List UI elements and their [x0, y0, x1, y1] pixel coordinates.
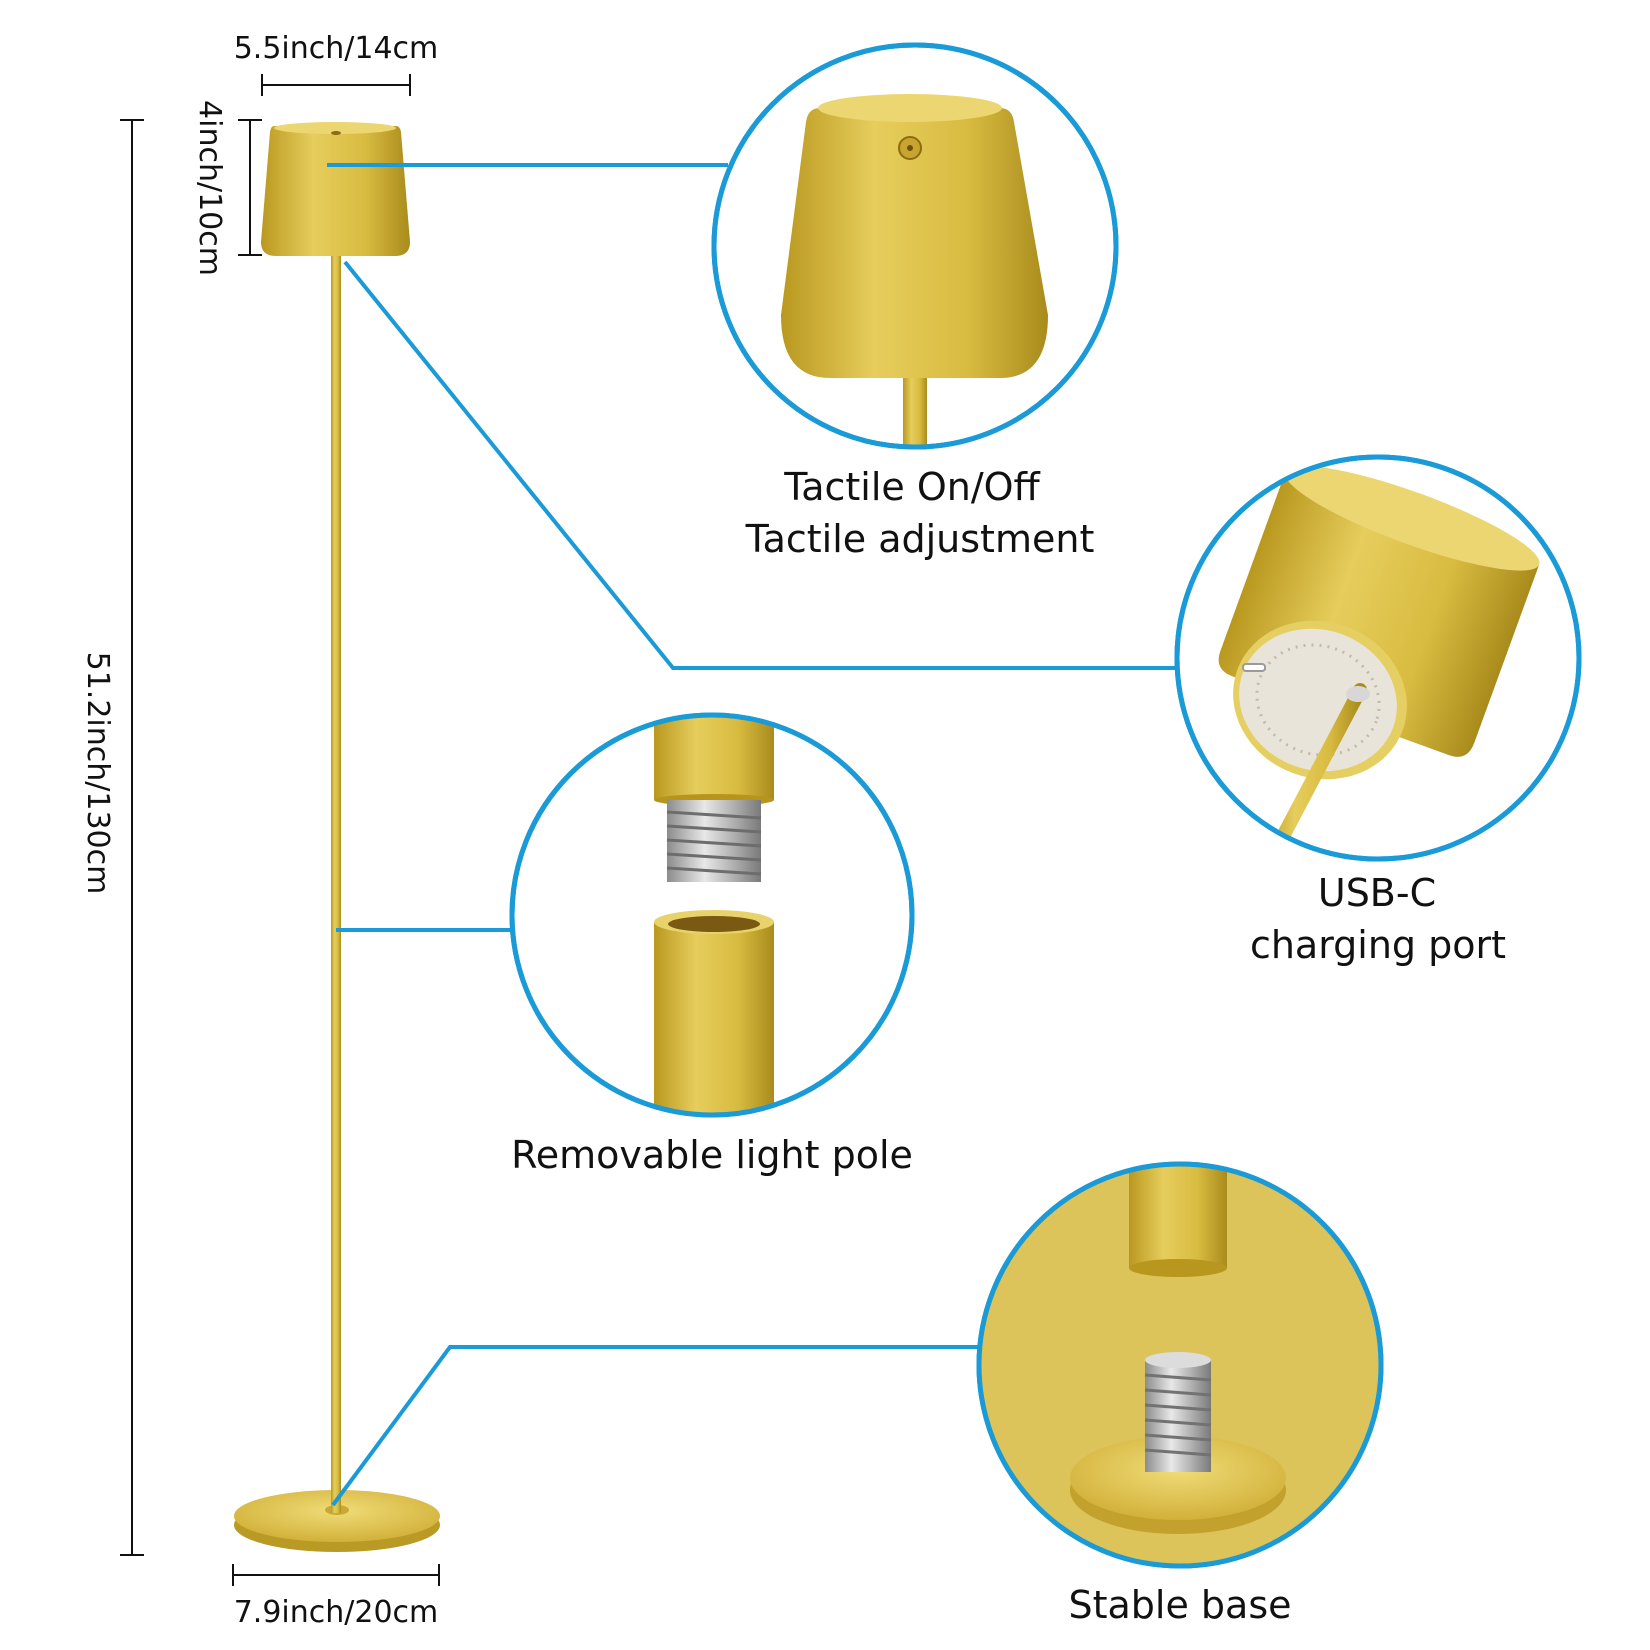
base-disk [1070, 1436, 1286, 1520]
touch-label-line1: Tactile On/Off [783, 465, 1040, 509]
touch-callout: Tactile On/Off Tactile adjustment [711, 42, 1119, 561]
base-callout: Stable base [976, 1161, 1384, 1627]
shade-height-dimension: 4inch/10cm [192, 100, 262, 276]
base-width-label: 7.9inch/20cm [234, 1595, 439, 1630]
lamp-underside [1239, 628, 1397, 772]
usb-c-port-icon [1242, 663, 1266, 672]
floor-lamp [234, 122, 440, 1552]
pole-callout: Removable light pole [509, 712, 915, 1177]
shade-width-label: 5.5inch/14cm [234, 31, 439, 66]
usb-callout: USB-C charging port [1174, 454, 1582, 967]
usb-label-line2: charging port [1250, 923, 1506, 967]
base-width-dimension: 7.9inch/20cm [232, 1564, 440, 1630]
lamp-shade-top [274, 122, 396, 134]
pole-label: Removable light pole [511, 1133, 913, 1177]
total-height-dimension: 51.2inch/130cm [80, 119, 144, 1556]
total-height-label: 51.2inch/130cm [80, 652, 115, 895]
shade-width-dimension: 5.5inch/14cm [234, 31, 439, 96]
touch-shade-closeup [781, 108, 1048, 378]
shade-height-label: 4inch/10cm [192, 100, 227, 276]
touch-button-dot [331, 131, 341, 135]
lamp-pole [331, 255, 341, 1513]
base-leader-line [331, 1345, 978, 1507]
base-label: Stable base [1068, 1583, 1291, 1627]
touch-label-line2: Tactile adjustment [745, 517, 1095, 561]
pole-lower-segment [654, 922, 774, 1115]
usb-leader-line [343, 260, 1178, 670]
usb-label-line1: USB-C [1318, 871, 1436, 915]
base-pole-stub [1129, 1164, 1227, 1268]
pole-upper-segment [654, 715, 774, 800]
lamp-base-top [234, 1490, 440, 1542]
pole-socket-icon [668, 916, 760, 932]
lamp-shade [261, 126, 410, 256]
